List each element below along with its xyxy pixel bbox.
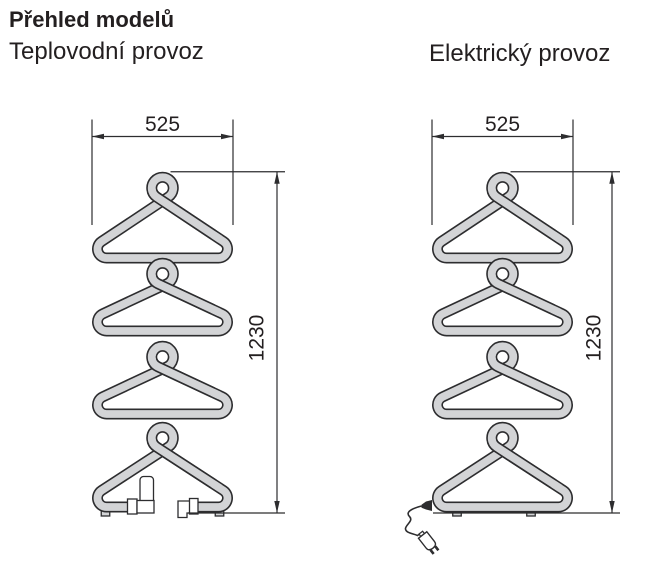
hanger-tube-outline bbox=[432, 257, 573, 337]
plug-prong bbox=[434, 545, 440, 552]
hanger-tube-outline bbox=[432, 171, 573, 264]
hanger-tube-outline bbox=[432, 340, 573, 420]
power-plug bbox=[417, 530, 440, 555]
hanger-tube-fill bbox=[93, 173, 232, 262]
hanger-cross-fill bbox=[487, 357, 561, 399]
valve-collar-right bbox=[188, 497, 199, 515]
hanger-cross-fill bbox=[487, 188, 563, 243]
hotwater-dimensions bbox=[91, 119, 285, 514]
hanger-tube-fill bbox=[93, 342, 232, 418]
diagram-label-electric: Elektrický provoz bbox=[429, 40, 611, 67]
hanger-tube-outline bbox=[432, 421, 573, 513]
hanger-tube-fill bbox=[433, 342, 572, 418]
hanger-cross-fill bbox=[147, 188, 223, 243]
hotwater-radiator bbox=[92, 171, 233, 519]
hanger-tube-fill bbox=[433, 259, 572, 335]
hanger-tube-outline bbox=[92, 257, 233, 337]
hanger-tube-outline bbox=[92, 171, 233, 264]
diagram-label-hotwater: Teplovodní provoz bbox=[9, 38, 204, 65]
power-cable bbox=[404, 505, 422, 537]
electric-radiator bbox=[404, 171, 573, 555]
dimension-arrow bbox=[609, 501, 615, 513]
hanger-tube-fill bbox=[93, 259, 232, 335]
electric-height-dimension: 1230 bbox=[583, 315, 606, 362]
electric-diagram: 525 1230 bbox=[404, 113, 620, 555]
hanger-tube-fill bbox=[433, 173, 572, 262]
hanger-cross-fill bbox=[147, 274, 221, 316]
plug-prong bbox=[429, 549, 435, 555]
hanger-tube-fill bbox=[93, 423, 232, 511]
dimension-arrow bbox=[274, 171, 280, 184]
dimension-arrow bbox=[274, 501, 280, 513]
hanger-cross-fill bbox=[147, 357, 221, 399]
hanger-cross-fill bbox=[147, 438, 223, 492]
valve-collar-left bbox=[126, 498, 138, 515]
dimension-arrow bbox=[92, 133, 104, 140]
valve-elbow-right bbox=[177, 500, 191, 519]
hotwater-width-dimension: 525 bbox=[145, 113, 180, 136]
page-title: Přehled modelů bbox=[9, 7, 175, 32]
electric-width-dimension: 525 bbox=[485, 113, 520, 136]
hotwater-diagram: 525 1230 bbox=[91, 113, 285, 519]
plug-body bbox=[417, 530, 437, 551]
dimension-arrow bbox=[432, 133, 444, 140]
dimension-arrow bbox=[221, 133, 233, 140]
hotwater-height-dimension: 1230 bbox=[246, 315, 269, 362]
hanger-tube-outline bbox=[92, 340, 233, 420]
hanger-tube-outline bbox=[92, 421, 233, 513]
cable-gland bbox=[421, 500, 432, 511]
hanger-cross-fill bbox=[487, 274, 561, 316]
dimension-arrow bbox=[609, 171, 615, 184]
hanger-cross-fill bbox=[487, 438, 563, 492]
electric-dimensions bbox=[431, 119, 620, 514]
hanger-tube-fill bbox=[433, 423, 572, 511]
valve-elbow-left bbox=[136, 499, 155, 514]
dimension-arrow bbox=[561, 133, 573, 140]
